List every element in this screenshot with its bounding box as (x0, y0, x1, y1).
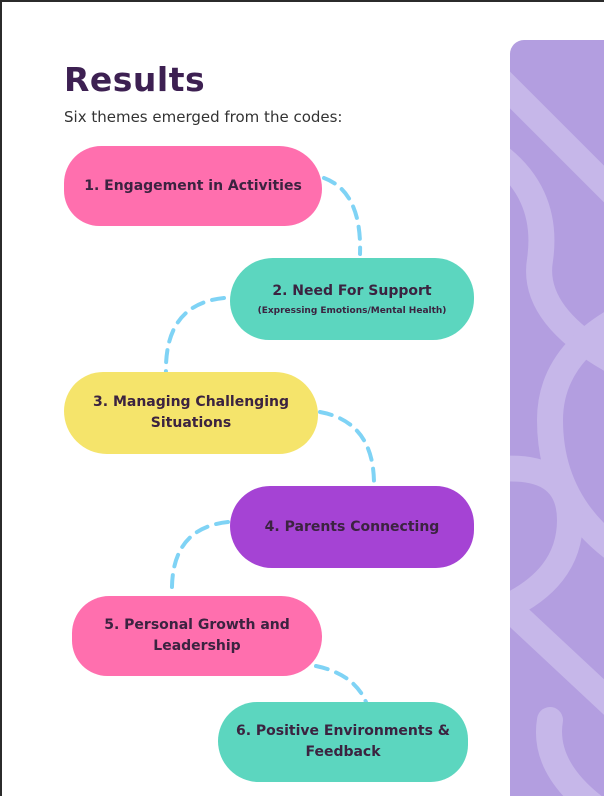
theme-pill-4: 4. Parents Connecting (230, 486, 474, 568)
theme-4-label: 4. Parents Connecting (264, 518, 440, 535)
theme-pill-5: 5. Personal Growth and Leadership (72, 596, 322, 676)
theme-1-label: 1. Engagement in Activities (84, 177, 302, 194)
theme-2-label: 2. Need For Support (272, 282, 432, 299)
decorative-panel (510, 40, 604, 796)
theme-pill-6: 6. Positive Environments & Feedback (218, 702, 468, 782)
decorative-pattern (510, 71, 604, 796)
theme-5-label: 5. Personal Growth and Leadership (104, 617, 290, 654)
theme-3-label: 3. Managing Challenging Situations (93, 394, 289, 431)
connector-5-6 (314, 664, 368, 704)
connector-4-5 (169, 520, 230, 596)
page-title: Results (64, 60, 206, 99)
theme-pill-3: 3. Managing Challenging Situations (64, 372, 318, 454)
theme-pill-2: 2. Need For Support (Expressing Emotions… (230, 258, 474, 340)
theme-pill-1: 1. Engagement in Activities (64, 146, 322, 226)
connector-3-4 (318, 410, 376, 486)
theme-6-label: 6. Positive Environments & Feedback (235, 723, 451, 760)
page-subtitle: Six themes emerged from the codes: (64, 108, 343, 126)
connector-1-2 (322, 176, 363, 256)
connector-2-3 (163, 296, 226, 376)
theme-2-sublabel: (Expressing Emotions/Mental Health) (257, 305, 447, 316)
